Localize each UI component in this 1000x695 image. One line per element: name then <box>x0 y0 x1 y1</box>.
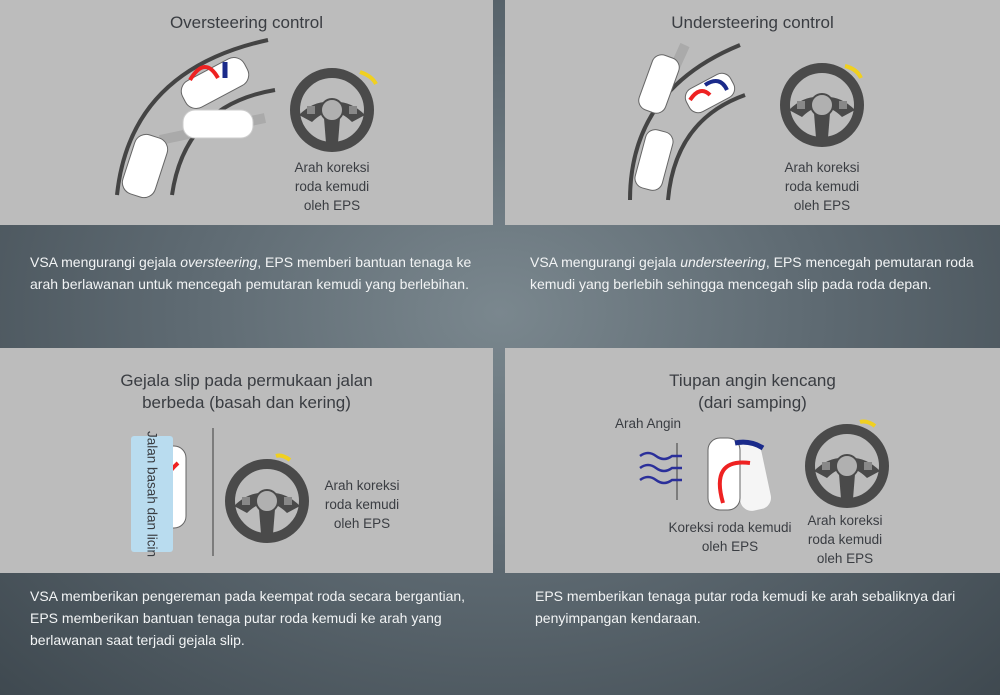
panel-title: Oversteering control <box>169 13 324 32</box>
car <box>121 133 169 199</box>
split-surface-description: VSA memberikan pengereman pada keempat r… <box>30 588 466 648</box>
yellow-correction-arrow <box>359 70 378 85</box>
yellow-correction-arrow <box>859 419 877 428</box>
wind-wave-icons <box>639 451 682 485</box>
crosswind-description: EPS memberikan tenaga putar roda kemudi … <box>535 588 956 626</box>
red-rotation-arrow <box>717 460 751 504</box>
steering-wheel-icon <box>785 68 859 142</box>
steering-wheel-icon <box>230 464 304 538</box>
car <box>707 437 741 511</box>
panel-title: Understeering control <box>671 13 834 32</box>
road-edge-outer <box>115 38 269 196</box>
car-ghost <box>638 54 680 114</box>
blue-correction-arrow <box>734 439 765 451</box>
red-rotation-arrow <box>688 89 712 102</box>
car-ghost <box>182 109 254 139</box>
blue-correction-arrow <box>703 79 729 91</box>
understeering-illustration <box>628 42 1000 201</box>
split-surface-illustration <box>153 428 493 556</box>
car <box>634 129 674 191</box>
yellow-correction-arrow <box>275 453 292 462</box>
crosswind-illustration <box>639 419 1000 512</box>
oversteering-description: VSA mengurangi gejala oversteering, EPS … <box>30 254 472 292</box>
steering-wheel-icon <box>810 429 884 503</box>
red-rotation-arrow <box>188 65 220 82</box>
steering-wheel-icon <box>295 73 369 147</box>
road-edge-inner <box>170 88 276 196</box>
panel-title: Tiupan angin kencang(dari samping) <box>669 371 836 412</box>
yellow-correction-arrow <box>844 64 863 79</box>
wet-road-label: Jalan basah dan licin <box>131 431 173 557</box>
wind-direction-label: Arah Angin <box>615 416 682 431</box>
oversteering-illustration <box>115 38 378 199</box>
crosswind-panel: Tiupan angin kencang(dari samping) Arah … <box>505 348 1000 573</box>
car-sliding <box>180 57 250 109</box>
understeering-description: VSA mengurangi gejala understeering, EPS… <box>530 254 974 292</box>
